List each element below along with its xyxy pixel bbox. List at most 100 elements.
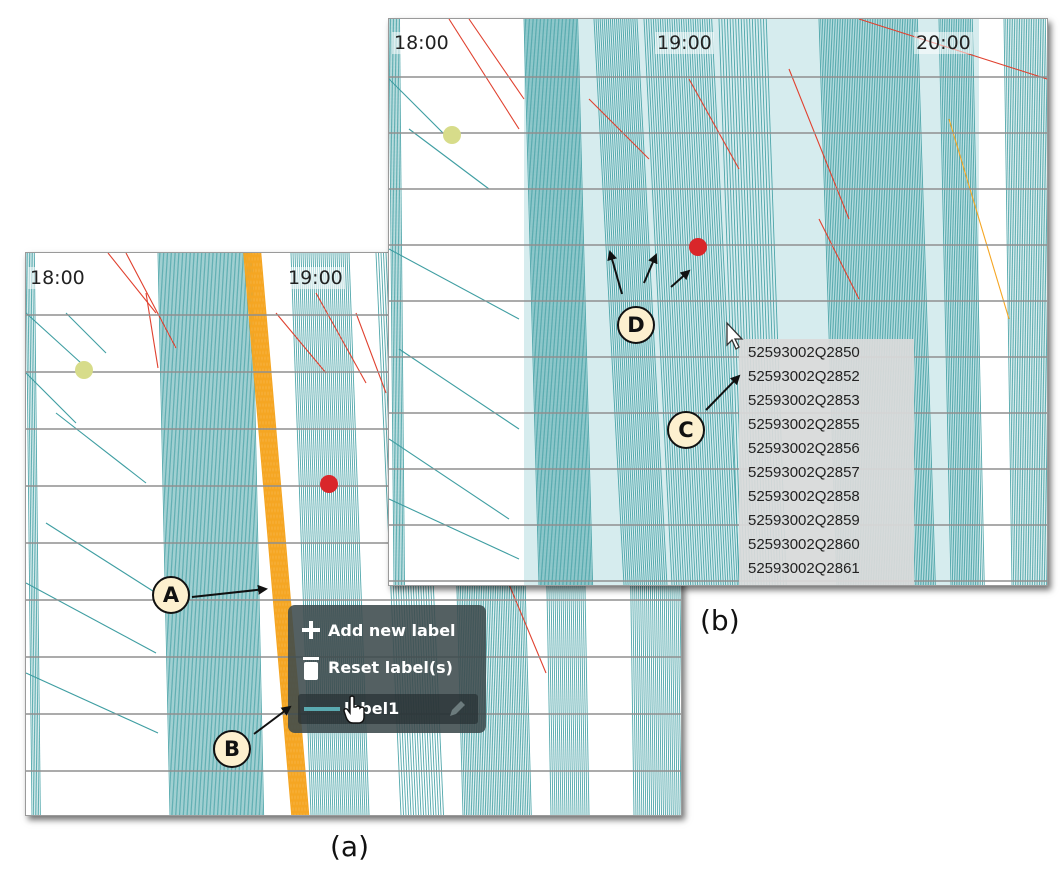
trip-line bbox=[657, 19, 687, 585]
trip-line bbox=[168, 253, 182, 815]
trip-line bbox=[788, 68, 850, 220]
trip-line bbox=[626, 19, 658, 585]
panel-b-timeline-view[interactable]: 18:00 19:00 20:00 52593002Q2850 52593002… bbox=[388, 18, 1048, 586]
trip-line bbox=[575, 19, 592, 585]
trip-id-item: 52593002Q2857 bbox=[748, 464, 860, 481]
subfigure-label-a: (a) bbox=[330, 830, 370, 863]
trip-line bbox=[643, 19, 673, 585]
trip-line bbox=[162, 253, 176, 815]
trip-line bbox=[1003, 19, 1013, 585]
trash-icon bbox=[300, 656, 322, 680]
trip-line bbox=[228, 253, 242, 815]
trip-line bbox=[1025, 19, 1035, 585]
trip-line bbox=[389, 78, 450, 140]
trip-line bbox=[959, 19, 973, 585]
trip-line bbox=[632, 19, 664, 585]
trip-line bbox=[607, 19, 639, 585]
trip-line bbox=[605, 19, 637, 585]
trip-line bbox=[1008, 19, 1018, 585]
trip-line bbox=[161, 253, 175, 815]
trip-line bbox=[28, 253, 36, 815]
trip-line bbox=[541, 19, 558, 585]
trip-line bbox=[1015, 19, 1025, 585]
trip-line bbox=[237, 253, 251, 815]
trip-line bbox=[230, 253, 244, 815]
trip-line bbox=[207, 253, 221, 815]
trip-line bbox=[634, 19, 666, 585]
trip-line bbox=[26, 582, 157, 654]
trip-line bbox=[949, 19, 962, 585]
trip-line bbox=[225, 253, 239, 815]
trip-line bbox=[609, 19, 641, 585]
trip-line bbox=[236, 253, 250, 815]
trip-line bbox=[188, 253, 202, 815]
trip-line bbox=[666, 19, 696, 585]
reset-labels-item[interactable]: Reset label(s) bbox=[300, 654, 453, 680]
trip-line bbox=[1036, 19, 1046, 585]
trip-line bbox=[226, 253, 240, 815]
trip-line bbox=[222, 253, 236, 815]
trip-line bbox=[530, 19, 547, 585]
trip-line bbox=[393, 19, 399, 585]
trip-id-item: 52593002Q2850 bbox=[748, 344, 860, 361]
trip-line bbox=[229, 253, 243, 815]
trip-line bbox=[219, 253, 233, 815]
trip-line bbox=[669, 19, 699, 585]
trip-line bbox=[548, 19, 565, 585]
trip-line bbox=[673, 19, 703, 585]
trip-id-item: 52593002Q2860 bbox=[748, 536, 860, 553]
trip-line bbox=[655, 19, 685, 585]
trip-line bbox=[215, 253, 229, 815]
time-label-2000-b: 20:00 bbox=[914, 32, 973, 54]
trip-line bbox=[218, 253, 232, 815]
trip-line bbox=[1029, 19, 1039, 585]
trip-line bbox=[718, 19, 740, 585]
trip-line bbox=[389, 438, 510, 520]
trip-line bbox=[564, 19, 581, 585]
trip-line bbox=[205, 253, 218, 815]
trip-line bbox=[165, 253, 179, 815]
marey-chart-b[interactable] bbox=[389, 19, 1047, 585]
trip-line bbox=[26, 672, 159, 734]
trip-line bbox=[549, 19, 566, 585]
trip-line bbox=[535, 19, 552, 585]
trip-line bbox=[192, 253, 206, 815]
trip-line bbox=[199, 253, 213, 815]
trip-line bbox=[169, 253, 183, 815]
trip-line bbox=[903, 19, 923, 585]
trip-line bbox=[900, 19, 920, 585]
trip-line bbox=[1031, 19, 1040, 585]
trip-line bbox=[560, 19, 577, 585]
trip-line bbox=[542, 19, 559, 585]
callout-d: D bbox=[617, 306, 655, 344]
add-new-label-item[interactable]: Add new label bbox=[300, 617, 456, 643]
trip-line bbox=[676, 19, 706, 585]
trip-line bbox=[1034, 19, 1044, 585]
trip-line bbox=[671, 19, 701, 585]
trip-line bbox=[217, 253, 231, 815]
trip-line bbox=[177, 253, 191, 815]
trip-line bbox=[555, 19, 572, 585]
trip-line bbox=[544, 19, 561, 585]
pencil-icon[interactable] bbox=[446, 698, 468, 725]
trip-line bbox=[221, 253, 235, 815]
trip-line bbox=[574, 19, 591, 585]
trip-line bbox=[1037, 19, 1047, 585]
trip-line bbox=[563, 19, 580, 585]
trip-line bbox=[556, 19, 573, 585]
callout-b: B bbox=[213, 730, 251, 768]
trip-line bbox=[624, 19, 656, 585]
trip-line bbox=[970, 19, 983, 585]
trip-line bbox=[198, 253, 212, 815]
trip-line bbox=[184, 253, 198, 815]
trip-line bbox=[164, 253, 178, 815]
trip-line bbox=[191, 253, 205, 815]
trip-line bbox=[818, 218, 860, 300]
time-label-1900-b: 19:00 bbox=[655, 32, 714, 54]
label1-row[interactable]: label1 bbox=[298, 694, 478, 724]
trip-line bbox=[659, 19, 689, 585]
trip-line bbox=[603, 19, 635, 585]
trip-line bbox=[570, 19, 587, 585]
trip-line bbox=[545, 19, 562, 585]
trip-line bbox=[389, 19, 395, 585]
